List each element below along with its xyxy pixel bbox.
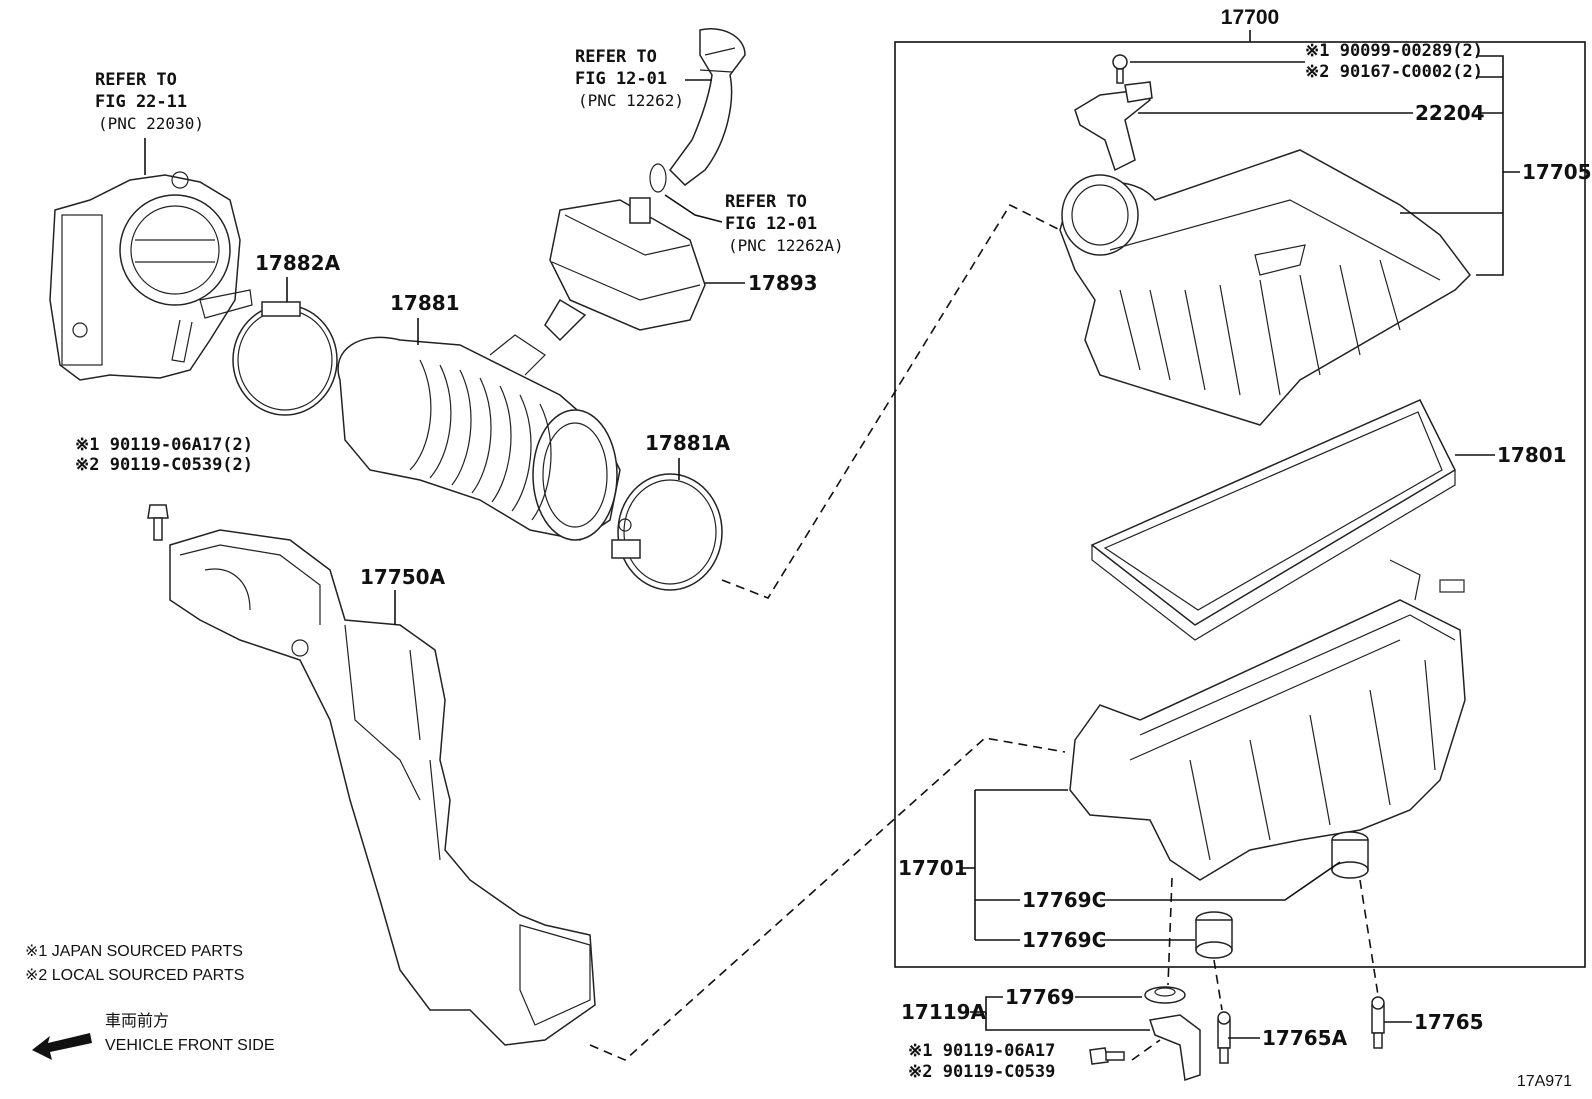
refer-hose-a-line3: (PNC 12262A) — [728, 236, 844, 255]
label-17769: 17769 — [1005, 985, 1075, 1009]
legend-note-2: ※2 LOCAL SOURCED PARTS — [25, 967, 244, 984]
grommet-left-drawing — [1195, 911, 1233, 959]
label-17893: 17893 — [748, 271, 818, 295]
front-arrow-icon — [32, 1033, 92, 1060]
bolt-top-spec-2: ※2 90167-C0002(2) — [1305, 62, 1483, 82]
clamp-17881A-drawing — [611, 473, 723, 591]
grommet-right-drawing — [1331, 831, 1369, 879]
refer-hose-a-line1: REFER TO — [725, 192, 807, 212]
connector-pin-a — [1213, 959, 1223, 1011]
bracket-drawing — [1149, 1014, 1201, 1081]
label-17750A: 17750A — [360, 565, 446, 589]
label-17765: 17765 — [1414, 1010, 1484, 1034]
bolt-left-drawing — [147, 504, 169, 541]
label-17881: 17881 — [390, 291, 460, 315]
bolt-bottom-spec-2: ※2 90119-C0539 — [908, 1062, 1055, 1082]
connector-cushion — [1167, 877, 1173, 986]
clamp-17882A-drawing — [232, 301, 338, 416]
label-17882A: 17882A — [255, 251, 341, 275]
label-17765A: 17765A — [1262, 1026, 1348, 1050]
assembly-label: 17700 — [1221, 6, 1279, 29]
refer-hose-line3: (PNC 12262) — [578, 91, 684, 110]
label-17701: 17701 — [898, 856, 968, 880]
bolt-bottom-spec-1: ※1 90119-06A17 — [908, 1041, 1055, 1061]
refer-hose-line2: FIG 12-01 — [575, 69, 667, 89]
bolt-left-spec-1: ※1 90119-06A17(2) — [75, 435, 253, 455]
direction-en: VEHICLE FRONT SIDE — [105, 1037, 275, 1054]
screw-top-drawing — [1112, 54, 1128, 84]
label-17769C-2: 17769C — [1022, 928, 1106, 952]
pin-17765A-drawing — [1217, 1011, 1231, 1064]
label-17119A: 17119A — [901, 1000, 987, 1024]
air-cleaner-case-drawing — [1069, 559, 1466, 881]
intake-hose-17881-drawing — [337, 334, 621, 541]
label-17881A: 17881A — [645, 431, 731, 455]
breather-hose-drawing — [649, 28, 746, 193]
label-22204: 22204 — [1415, 101, 1485, 125]
label-17769C-1: 17769C — [1022, 888, 1106, 912]
pin-17765-drawing — [1371, 996, 1385, 1049]
resonator-17893-drawing — [544, 197, 706, 342]
refer-throttle-line3: (PNC 22030) — [98, 114, 204, 133]
bolt-bottom-drawing — [1089, 1047, 1125, 1065]
filter-element-17801-drawing — [1090, 399, 1456, 641]
refer-hose-a-line2: FIG 12-01 — [725, 214, 817, 234]
label-17705: 17705 — [1522, 160, 1592, 184]
throttle-body-drawing — [49, 171, 253, 381]
air-cleaner-cap-drawing — [1059, 149, 1471, 426]
connector-bolt-bottom — [1131, 1039, 1161, 1061]
connector-duct-to-case — [589, 737, 1066, 1061]
sensor-22204-drawing — [1074, 81, 1153, 172]
figure-id: 17A971 — [1517, 1073, 1572, 1090]
bolt-left-spec-2: ※2 90119-C0539(2) — [75, 455, 253, 475]
legend-note-1: ※1 JAPAN SOURCED PARTS — [25, 943, 243, 960]
direction-jp: 車両前方 — [105, 1012, 169, 1030]
connector-pin — [1359, 879, 1379, 996]
refer-throttle-line1: REFER TO — [95, 70, 177, 90]
inlet-duct-17750A-drawing — [169, 529, 596, 1046]
bolt-top-spec-1: ※1 90099-00289(2) — [1305, 41, 1483, 61]
label-17801: 17801 — [1497, 443, 1567, 467]
refer-throttle-line2: FIG 22-11 — [95, 92, 187, 112]
connector-hose-to-cap — [721, 203, 1061, 599]
cushion-17769-drawing — [1144, 986, 1186, 1004]
refer-hose-line1: REFER TO — [575, 47, 657, 67]
assembly-frame — [894, 41, 1586, 968]
